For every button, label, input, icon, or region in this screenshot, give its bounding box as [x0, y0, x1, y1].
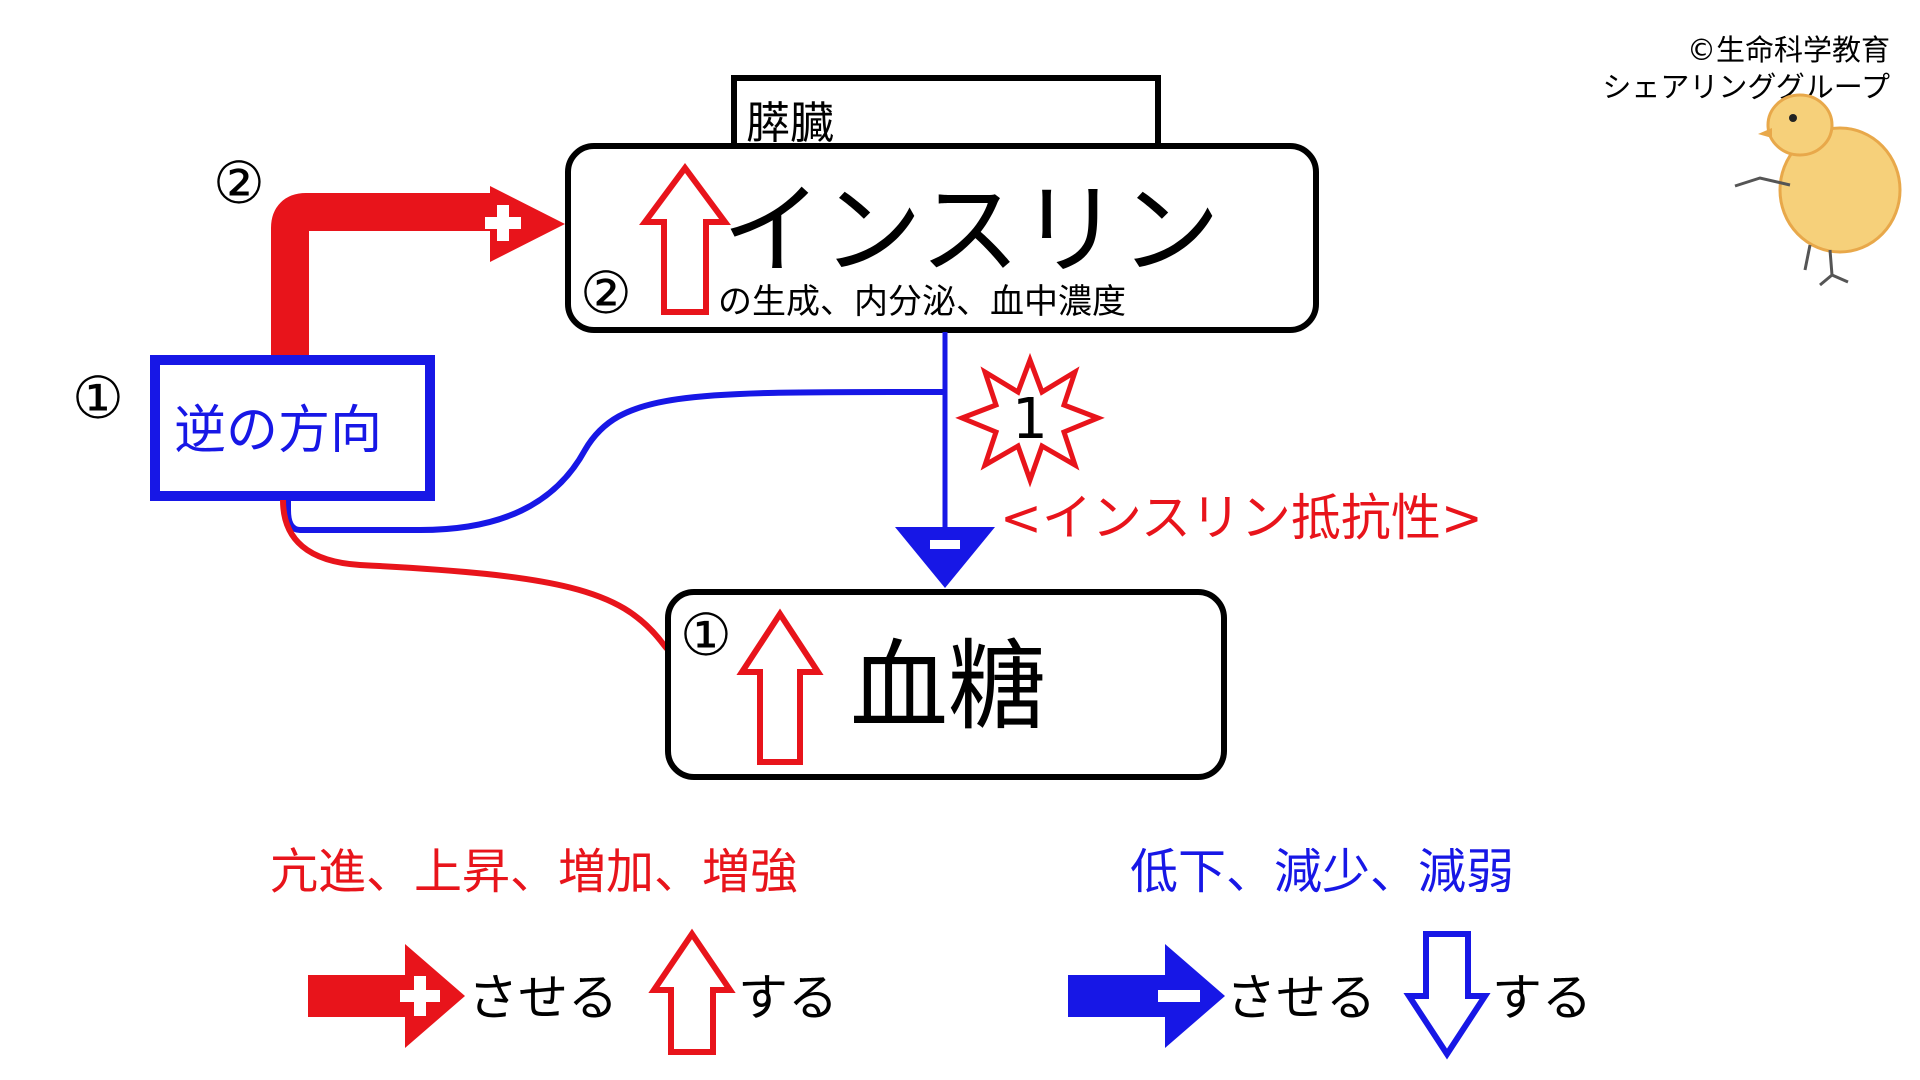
insulin-increase-arrow	[639, 162, 731, 315]
insulin-marker: ②	[580, 259, 632, 327]
insulin-box	[565, 143, 1319, 333]
blood-sugar-title: 血糖	[850, 630, 1046, 744]
resistance-number: 1	[1012, 387, 1048, 452]
reverse-direction-label: 逆の方向	[174, 401, 382, 461]
legend-up-arrow	[648, 928, 736, 1055]
pancreas-label: 膵臓	[746, 98, 834, 149]
legend-do-label-1: する	[738, 969, 838, 1027]
legend-inhibit-arrow	[1068, 944, 1225, 1048]
legend-do-label-2: する	[1492, 969, 1592, 1027]
reverse-direction-box	[150, 355, 435, 501]
plus-sign-v	[497, 205, 509, 241]
inhibit-arrowhead	[895, 527, 995, 588]
blood-sugar-marker: ①	[680, 601, 732, 669]
legend-make-label-1: させる	[468, 969, 618, 1027]
legend-down-arrow	[1403, 931, 1491, 1060]
promote-arrow	[271, 186, 565, 355]
blue-feedback-curve	[285, 388, 946, 533]
legend-make-label-2: させる	[1226, 969, 1376, 1027]
left-marker: ①	[72, 364, 124, 432]
blood-sugar-increase-arrow	[736, 608, 824, 765]
copyright-line-1: ©生命科学教育	[1687, 33, 1890, 67]
chick-illustration	[1734, 93, 1902, 287]
legend-decrease-words: 低下、減少、減弱	[1130, 844, 1514, 900]
resistance-starburst	[955, 352, 1105, 488]
minus-sign	[930, 540, 960, 549]
copyright-line-2: シェアリンググループ	[1602, 70, 1890, 104]
insulin-subtitle: の生成、内分泌、血中濃度	[718, 282, 1126, 322]
blood-sugar-box	[665, 589, 1227, 780]
insulin-title: インスリン	[722, 172, 1220, 289]
top-marker: ②	[213, 149, 265, 217]
legend-increase-words: 亢進、上昇、増加、増強	[270, 844, 798, 900]
legend-promote-arrow	[308, 944, 465, 1048]
insulin-resistance-label: <インスリン抵抗性>	[1000, 489, 1483, 547]
